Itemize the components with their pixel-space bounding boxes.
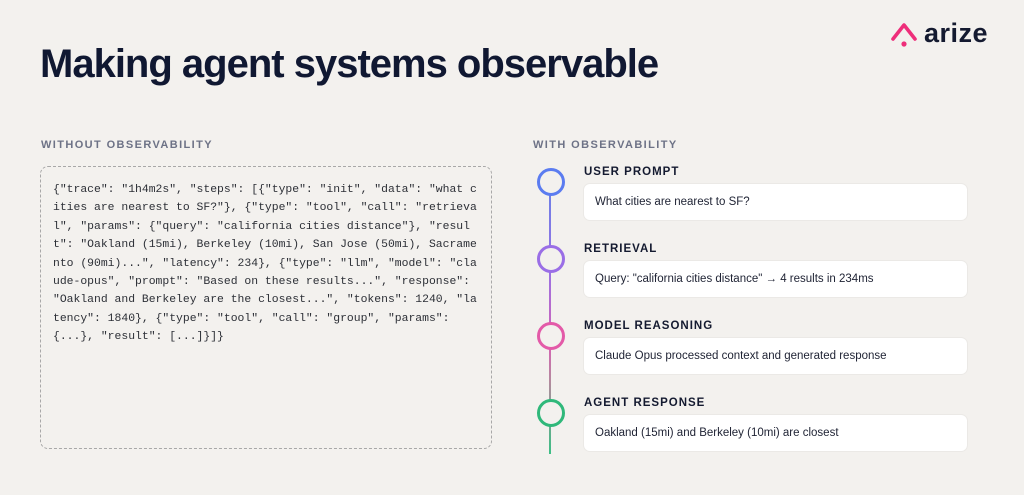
- timeline-node-retrieval: [537, 245, 565, 273]
- arize-logo-icon: [891, 22, 917, 47]
- step-card-user-prompt: What cities are nearest to SF?: [584, 184, 967, 220]
- brand-logo: arize: [890, 18, 988, 49]
- step-label-model-reasoning: MODEL REASONING: [584, 320, 714, 332]
- step-card-model-reasoning: Claude Opus processed context and genera…: [584, 338, 967, 374]
- step-label-user-prompt: USER PROMPT: [584, 166, 680, 178]
- page-title: Making agent systems observable: [40, 42, 659, 86]
- without-observability-label: WITHOUT OBSERVABILITY: [41, 139, 213, 151]
- with-observability-label: WITH OBSERVABILITY: [533, 139, 678, 151]
- step-label-agent-response: AGENT RESPONSE: [584, 397, 706, 409]
- step-card-retrieval: Query: "california cities distance" → 4 …: [584, 261, 967, 297]
- raw-trace-box: {"trace": "1h4m2s", "steps": [{"type": "…: [40, 166, 492, 449]
- timeline-node-model-reasoning: [537, 322, 565, 350]
- step-card-agent-response: Oakland (15mi) and Berkeley (10mi) are c…: [584, 415, 967, 451]
- brand-name: arize: [924, 18, 989, 48]
- step-label-retrieval: RETRIEVAL: [584, 243, 658, 255]
- timeline-node-user-prompt: [537, 168, 565, 196]
- timeline-node-agent-response: [537, 399, 565, 427]
